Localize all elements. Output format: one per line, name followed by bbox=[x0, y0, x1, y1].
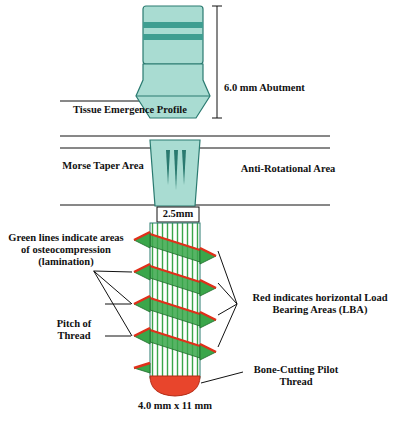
dimension-box bbox=[157, 207, 199, 222]
thread-crest bbox=[134, 232, 150, 248]
load-bearing-edge bbox=[200, 312, 216, 320]
load-bearing-edge bbox=[200, 344, 216, 352]
thread-crest bbox=[200, 312, 216, 328]
abutment bbox=[136, 6, 210, 118]
leader-line bbox=[218, 283, 237, 304]
thread-band bbox=[150, 266, 200, 294]
load-bearing-edge bbox=[134, 232, 150, 240]
load-bearing-edge bbox=[134, 363, 150, 368]
pilot-thread bbox=[150, 376, 200, 396]
leader-line bbox=[105, 336, 131, 337]
region-label: Tissue Emergence Profile bbox=[60, 104, 200, 116]
part-label: Pitch of Thread bbox=[46, 318, 102, 342]
load-bearing-edge bbox=[134, 328, 150, 336]
part-label: Bone-Cutting Pilot Thread bbox=[246, 364, 346, 388]
leader-line bbox=[94, 271, 132, 272]
leader-line bbox=[94, 271, 132, 304]
thread-crest bbox=[200, 344, 216, 360]
thread-crest bbox=[134, 363, 150, 373]
implant-body bbox=[150, 223, 200, 396]
thread-crest bbox=[200, 280, 216, 296]
thread-band bbox=[150, 234, 200, 262]
leader-line bbox=[218, 304, 237, 347]
dimension-line bbox=[217, 6, 218, 118]
leader-line bbox=[201, 372, 243, 383]
thread-crest bbox=[134, 264, 150, 280]
morse-taper bbox=[150, 140, 200, 206]
thread-crest bbox=[200, 248, 216, 264]
dimension-tick bbox=[212, 118, 222, 119]
region-label: Morse Taper Area bbox=[58, 160, 148, 172]
load-bearing-edge bbox=[150, 266, 200, 282]
dimension-tick bbox=[212, 6, 222, 7]
load-bearing-edge bbox=[150, 330, 200, 346]
load-bearing-edge bbox=[150, 298, 200, 314]
thread-crest bbox=[134, 296, 150, 312]
leader-line bbox=[218, 251, 237, 304]
thread-band bbox=[150, 298, 200, 326]
thread bbox=[134, 232, 216, 373]
dimension-label: 6.0 mm Abutment bbox=[224, 82, 336, 94]
leader-line bbox=[105, 304, 131, 305]
region-label: Anti-Rotational Area bbox=[238, 163, 338, 175]
load-bearing-edge bbox=[150, 234, 200, 250]
dimension-label: 2.5mm bbox=[158, 208, 198, 220]
thread-band bbox=[150, 330, 200, 358]
leader-line bbox=[94, 271, 132, 336]
thread-crest bbox=[134, 328, 150, 344]
load-bearing-edge bbox=[200, 280, 216, 288]
dimension-label: 4.0 mm x 11 mm bbox=[105, 400, 245, 412]
note-label: Green lines indicate areas of osteocompr… bbox=[3, 232, 129, 268]
load-bearing-edge bbox=[134, 296, 150, 304]
note-label: Red indicates horizontal Load Bearing Ar… bbox=[240, 292, 400, 316]
load-bearing-edge bbox=[134, 264, 150, 272]
load-bearing-edge bbox=[200, 248, 216, 256]
